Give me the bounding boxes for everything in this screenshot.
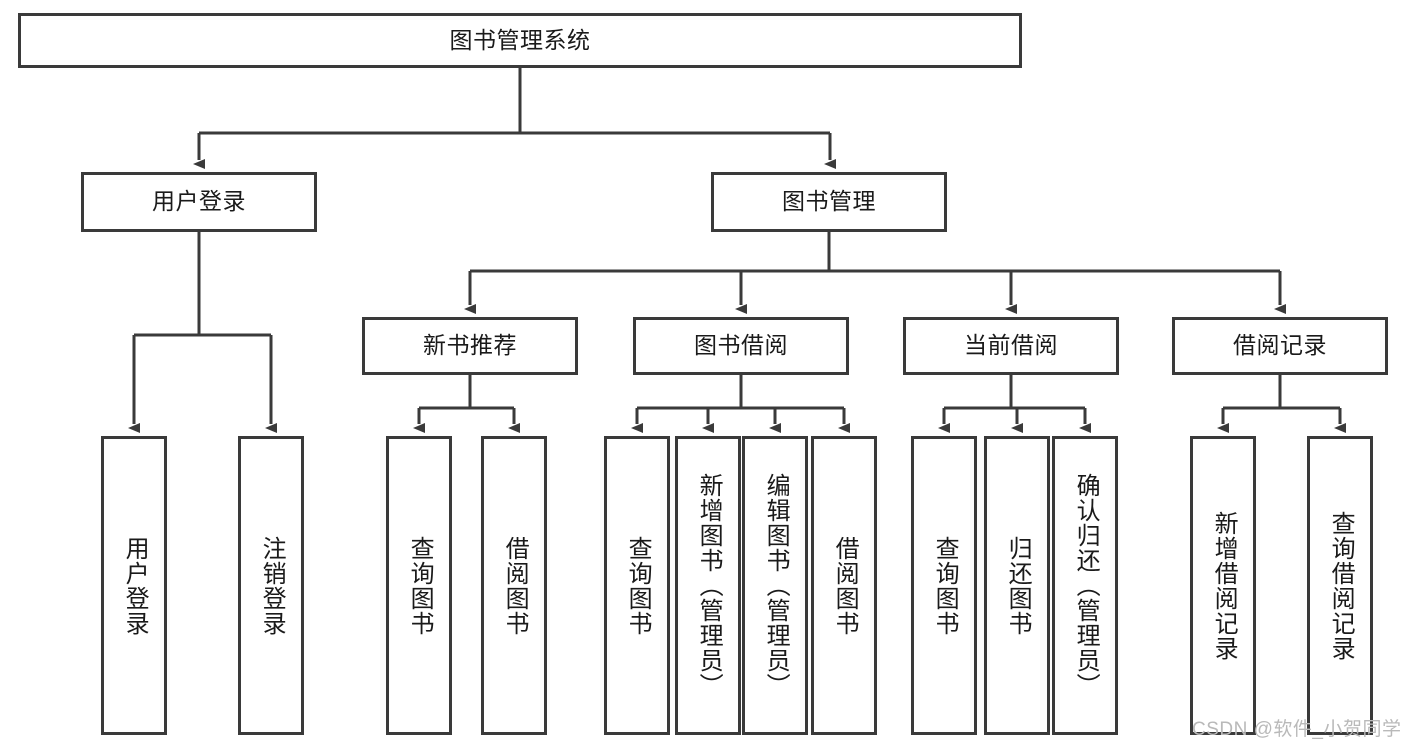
leaf-borrow-book-recommend-label: 借阅图书 [501, 535, 529, 636]
edge-user-login-to-leaves [128, 232, 277, 433]
leaf-confirm-return-admin-label: 确认归还（管理员） [1072, 473, 1100, 698]
leaf-borrow-book-label: 借阅图书 [831, 535, 859, 636]
leaf-return-book[interactable]: 归还图书 [984, 436, 1050, 735]
csdn-watermark: CSDN @软件_小贺同学 [1192, 719, 1402, 740]
leaf-edit-book-admin[interactable]: 编辑图书（管理员） [742, 436, 808, 735]
leaf-edit-book-admin-label: 编辑图书（管理员） [762, 473, 790, 698]
leaf-query-book-recommend[interactable]: 查询图书 [386, 436, 452, 735]
edge-root-to-level2 [193, 68, 836, 169]
node-book-management-label: 图书管理 [782, 188, 876, 215]
leaf-borrow-book-recommend[interactable]: 借阅图书 [481, 436, 547, 735]
edge-current-borrow-to-leaves [938, 375, 1091, 433]
node-book-borrow[interactable]: 图书借阅 [633, 317, 849, 375]
leaf-confirm-return-admin[interactable]: 确认归还（管理员） [1052, 436, 1118, 735]
edge-book-borrow-to-leaves [631, 375, 850, 433]
leaf-query-borrow-record-label: 查询借阅记录 [1327, 510, 1355, 661]
leaf-user-login[interactable]: 用户登录 [101, 436, 167, 735]
leaf-query-book-recommend-label: 查询图书 [406, 535, 434, 636]
leaf-query-book-borrow-label: 查询图书 [624, 535, 652, 636]
leaf-user-login-label: 用户登录 [121, 535, 149, 636]
leaf-add-borrow-record[interactable]: 新增借阅记录 [1190, 436, 1256, 735]
leaf-return-book-label: 归还图书 [1004, 535, 1032, 636]
node-borrow-record-label: 借阅记录 [1233, 332, 1327, 359]
leaf-logout-login[interactable]: 注销登录 [238, 436, 304, 735]
leaf-add-book-admin[interactable]: 新增图书（管理员） [675, 436, 741, 735]
node-root-label: 图书管理系统 [449, 26, 591, 53]
edge-book-management-to-level3 [464, 232, 1286, 314]
node-borrow-record[interactable]: 借阅记录 [1172, 317, 1388, 375]
leaf-query-borrow-record[interactable]: 查询借阅记录 [1307, 436, 1373, 735]
node-current-borrow-label: 当前借阅 [964, 332, 1058, 359]
node-root[interactable]: 图书管理系统 [18, 13, 1022, 68]
leaf-query-book-borrow[interactable]: 查询图书 [604, 436, 670, 735]
node-new-book-recommend[interactable]: 新书推荐 [362, 317, 578, 375]
node-new-book-recommend-label: 新书推荐 [423, 332, 517, 359]
node-user-login-label: 用户登录 [152, 188, 246, 215]
leaf-query-book-current[interactable]: 查询图书 [911, 436, 977, 735]
leaf-query-book-current-label: 查询图书 [931, 535, 959, 636]
edge-borrow-record-to-leaves [1217, 375, 1346, 433]
leaf-logout-login-label: 注销登录 [258, 535, 286, 636]
node-user-login[interactable]: 用户登录 [81, 172, 317, 232]
node-current-borrow[interactable]: 当前借阅 [903, 317, 1119, 375]
node-book-management[interactable]: 图书管理 [711, 172, 947, 232]
leaf-add-book-admin-label: 新增图书（管理员） [695, 473, 723, 698]
leaf-add-borrow-record-label: 新增借阅记录 [1210, 510, 1238, 661]
node-book-borrow-label: 图书借阅 [694, 332, 788, 359]
edge-new-book-recommend-to-leaves [413, 375, 520, 433]
leaf-borrow-book[interactable]: 借阅图书 [811, 436, 877, 735]
